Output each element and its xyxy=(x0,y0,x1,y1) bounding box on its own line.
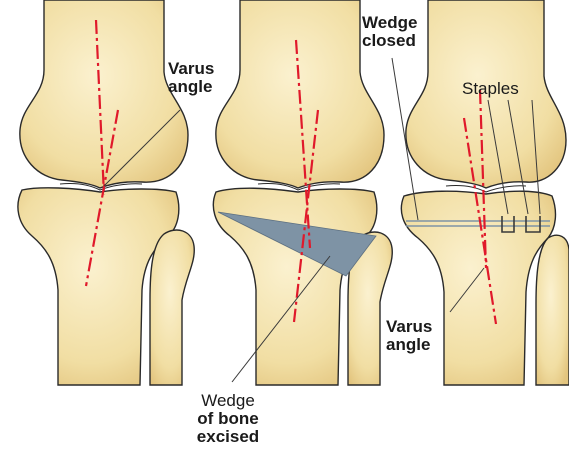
label-varus-angle-left: Varus angle xyxy=(168,60,214,96)
knee-left xyxy=(18,0,194,385)
label-varus-angle-left-line2: angle xyxy=(168,78,214,96)
fibula-right xyxy=(536,235,569,385)
label-wedge-excised: Wedge of bone excised xyxy=(168,392,288,446)
tibia-right xyxy=(401,191,555,385)
label-varus-angle-left-line1: Varus xyxy=(168,60,214,78)
label-varus-angle-right-line1: Varus xyxy=(386,318,432,336)
label-wedge-closed: Wedge closed xyxy=(362,14,417,50)
label-wedge-excised-line3: excised xyxy=(168,428,288,446)
femur-left xyxy=(20,0,188,188)
knee-middle xyxy=(213,0,392,385)
label-wedge-excised-line1: Wedge xyxy=(168,392,288,410)
label-varus-angle-right: Varus angle xyxy=(386,318,432,354)
label-wedge-closed-line2: closed xyxy=(362,32,417,50)
label-staples-text: Staples xyxy=(462,80,519,98)
label-varus-angle-right-line2: angle xyxy=(386,336,432,354)
label-staples: Staples xyxy=(462,80,519,98)
fibula-left xyxy=(150,230,194,385)
label-wedge-closed-line1: Wedge xyxy=(362,14,417,32)
label-wedge-excised-line2: of bone xyxy=(168,410,288,428)
